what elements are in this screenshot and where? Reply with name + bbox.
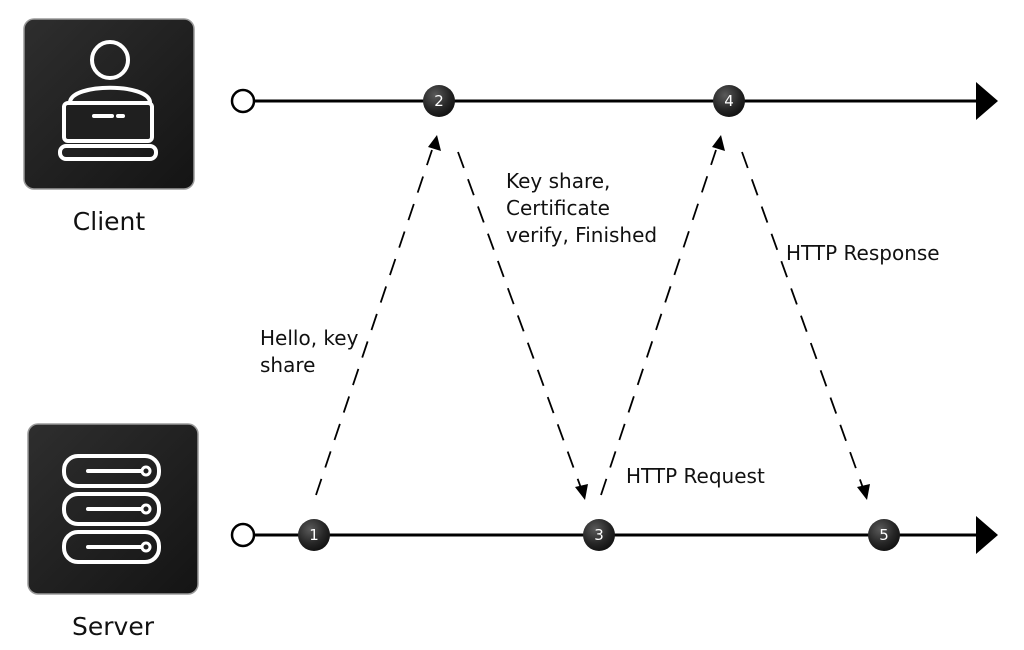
server-rack-icon — [27, 423, 199, 595]
step-number: 2 — [434, 92, 444, 110]
step-node-5: 5 — [868, 519, 900, 551]
step-number: 1 — [309, 526, 319, 544]
message-arrow-4-to-5 — [741, 151, 870, 500]
server-timeline-arrowhead — [976, 516, 998, 554]
client-timeline-arrowhead — [976, 82, 998, 120]
server-timeline — [230, 516, 998, 554]
message-label-hello: Hello, key share — [260, 326, 359, 377]
server-timeline-start — [230, 522, 256, 548]
client-label: Client — [72, 207, 146, 236]
client-timeline-start — [230, 88, 256, 114]
step-node-1: 1 — [298, 519, 330, 551]
step-number: 3 — [594, 526, 604, 544]
message-arrow-2-to-3 — [457, 151, 588, 500]
message-label-key-share: Key share, Certificate verify, Finished — [506, 169, 658, 247]
client-timeline — [230, 82, 998, 120]
step-node-4: 4 — [713, 85, 745, 117]
server-label: Server — [72, 612, 154, 641]
step-number: 5 — [879, 526, 889, 544]
step-node-3: 3 — [583, 519, 615, 551]
step-node-2: 2 — [423, 85, 455, 117]
message-label-http-response: HTTP Response — [786, 241, 940, 265]
message-arrow-3-to-4 — [600, 135, 725, 496]
laptop-user-icon — [23, 18, 195, 190]
message-arrow-1-to-2 — [315, 135, 441, 496]
step-number: 4 — [724, 92, 734, 110]
message-label-http-request: HTTP Request — [626, 464, 765, 488]
